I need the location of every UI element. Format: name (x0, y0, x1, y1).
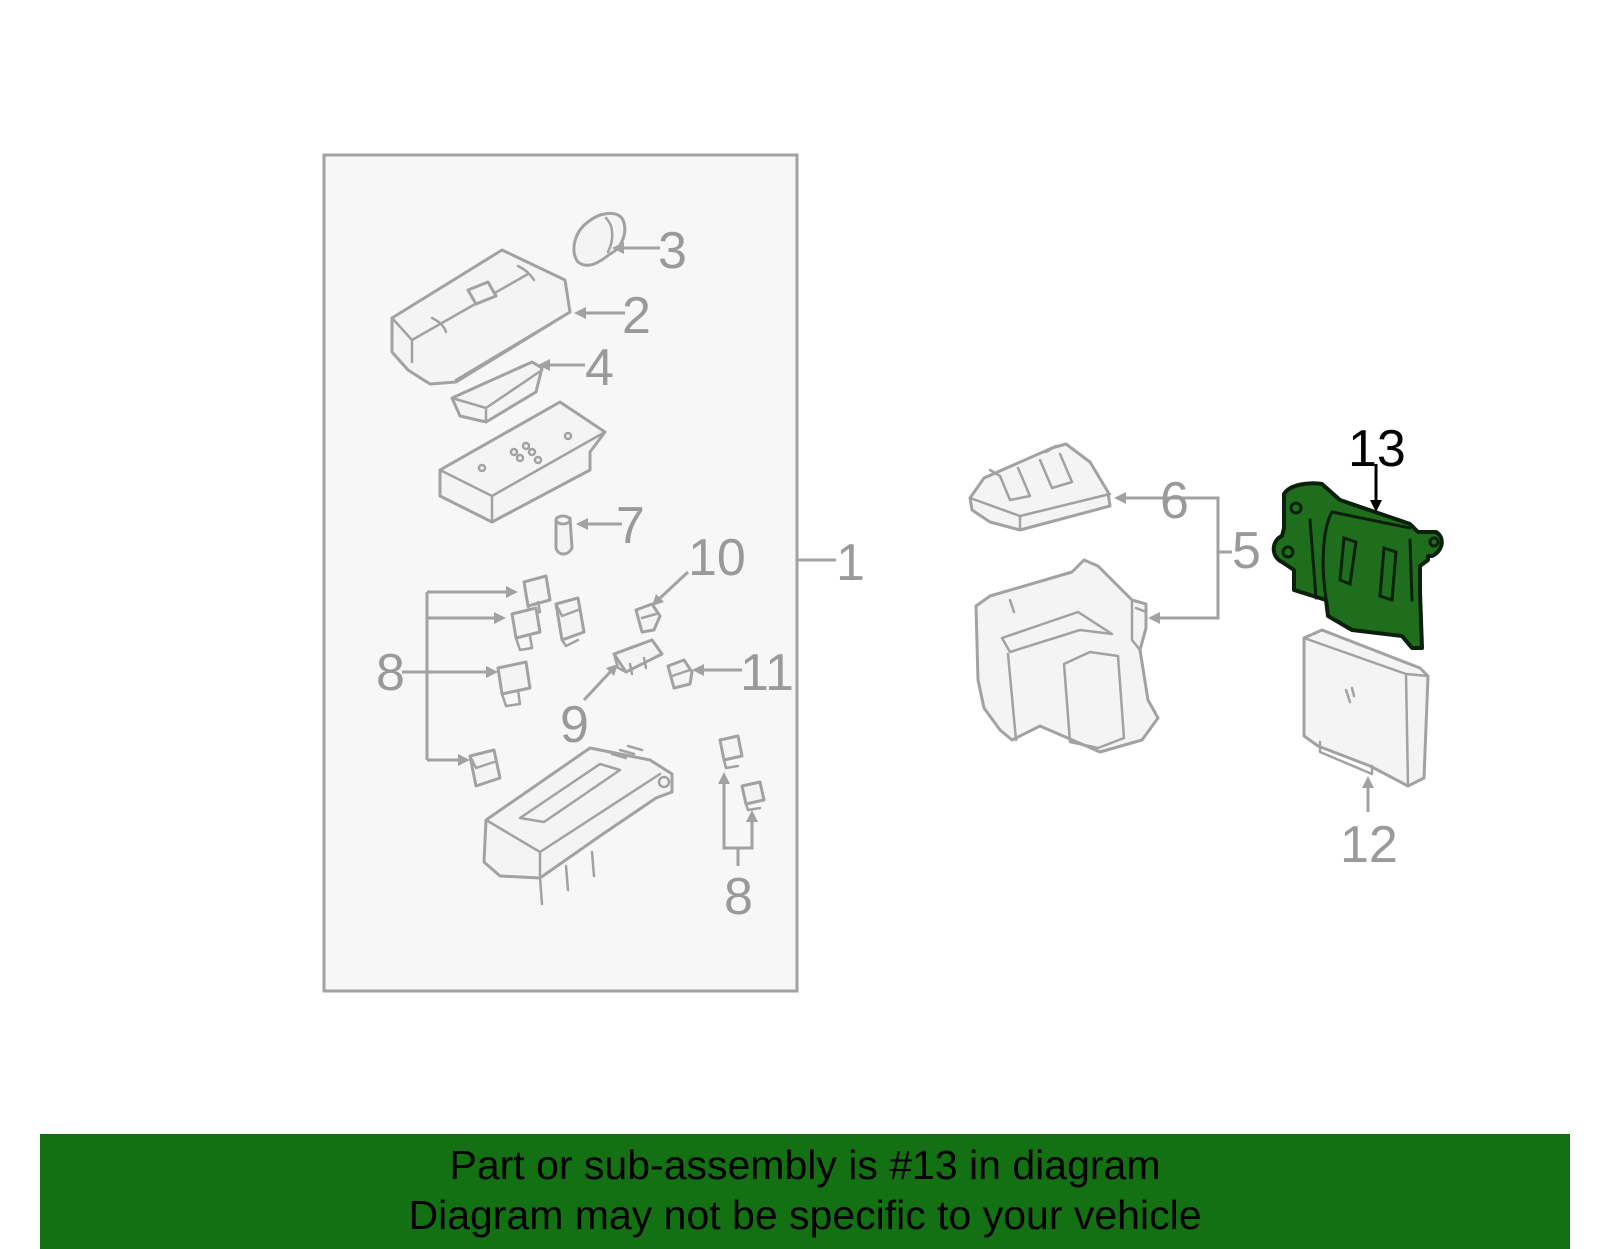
callout-3: 3 (658, 222, 687, 280)
part-8-relay-g[interactable] (740, 780, 766, 812)
part-8-relay-e[interactable] (468, 748, 502, 788)
callout-13: 13 (1348, 420, 1406, 478)
part-12-module[interactable] (1302, 628, 1430, 788)
part-6-lid[interactable] (968, 442, 1112, 532)
callout-6: 6 (1160, 472, 1189, 530)
callout-8-lower: 8 (724, 868, 753, 926)
part-11-clip[interactable] (666, 658, 694, 690)
part-10-clip[interactable] (634, 602, 662, 634)
part-8-relay-d[interactable] (496, 660, 532, 708)
callout-8-upper: 8 (376, 644, 405, 702)
part-8-relay-c[interactable] (554, 596, 586, 648)
part-9-connector[interactable] (612, 638, 664, 676)
part-13-bracket[interactable] (1271, 481, 1444, 650)
callout-1: 1 (836, 534, 865, 592)
part-4-gasket[interactable] (450, 360, 544, 424)
part-7-puller[interactable] (554, 514, 574, 556)
callout-5: 5 (1232, 522, 1261, 580)
part-8-relay-f[interactable] (718, 734, 744, 770)
fuse-panel-plate (438, 400, 607, 524)
callout-10: 10 (688, 529, 746, 587)
callout-2: 2 (622, 287, 651, 345)
footer-line-2: Diagram may not be specific to your vehi… (408, 1192, 1202, 1238)
callout-9: 9 (560, 696, 589, 754)
callout-4: 4 (585, 339, 614, 397)
callout-7: 7 (616, 497, 645, 555)
footer-banner: Part or sub-assembly is #13 in diagram D… (40, 1134, 1570, 1249)
fuse-box-base (482, 744, 674, 906)
part-8-relay-b[interactable] (510, 606, 542, 652)
footer-line-1: Part or sub-assembly is #13 in diagram (449, 1142, 1161, 1188)
callout-12: 12 (1340, 816, 1398, 874)
part-2-cover[interactable] (390, 248, 572, 386)
part-5-housing[interactable] (974, 558, 1160, 754)
part-3-cap[interactable] (572, 212, 627, 267)
callout-11: 11 (740, 644, 794, 702)
